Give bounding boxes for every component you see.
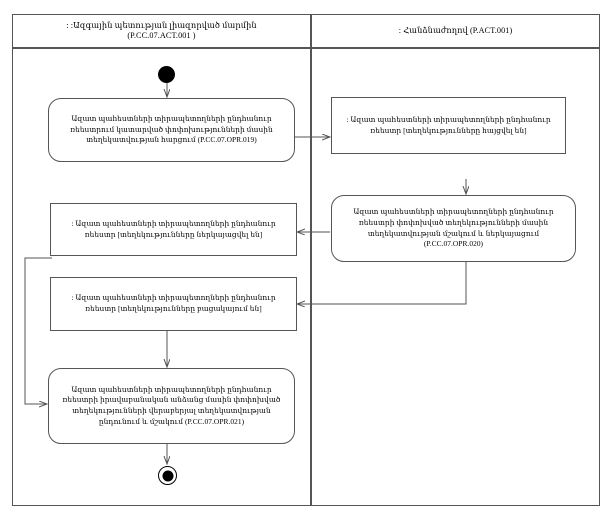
object-node-register-presented[interactable]: : Ազատ պահեստների տիրապետողների ընդհանու…	[50, 203, 297, 256]
object-node-register-absent[interactable]: : Ազատ պահեստների տիրապետողների ընդհանու…	[50, 277, 297, 331]
swimlane-header-right: : Հանձնաժողով (P.ACT.001)	[311, 14, 600, 48]
swimlane-header-left-line1: : :Ազգային պետության լիազորված մարմին	[66, 20, 257, 30]
object-node-register-requested[interactable]: : Ազատ պահեստների տիրապետողների ընդհանու…	[331, 97, 566, 154]
swimlane-header-left-line2: (P.CC.07.ACT.001 )	[127, 31, 196, 40]
swimlane-header-right-line1: : Հանձնաժողով (P.ACT.001)	[398, 25, 513, 35]
final-node[interactable]	[158, 466, 177, 485]
initial-node[interactable]	[158, 66, 175, 83]
swimlane-header-left: : :Ազգային պետության լիազորված մարմին (P…	[12, 14, 311, 48]
action-node-opr-019[interactable]: Ազատ պահեստների տիրապետողների ընդհանուր …	[48, 98, 295, 162]
action-node-opr-021[interactable]: Ազատ պահեստների տիրապետողների ընդհանուր …	[48, 368, 295, 444]
action-node-opr-020[interactable]: Ազատ պահեստների տիրապետողների ընդհանուր …	[331, 195, 576, 262]
